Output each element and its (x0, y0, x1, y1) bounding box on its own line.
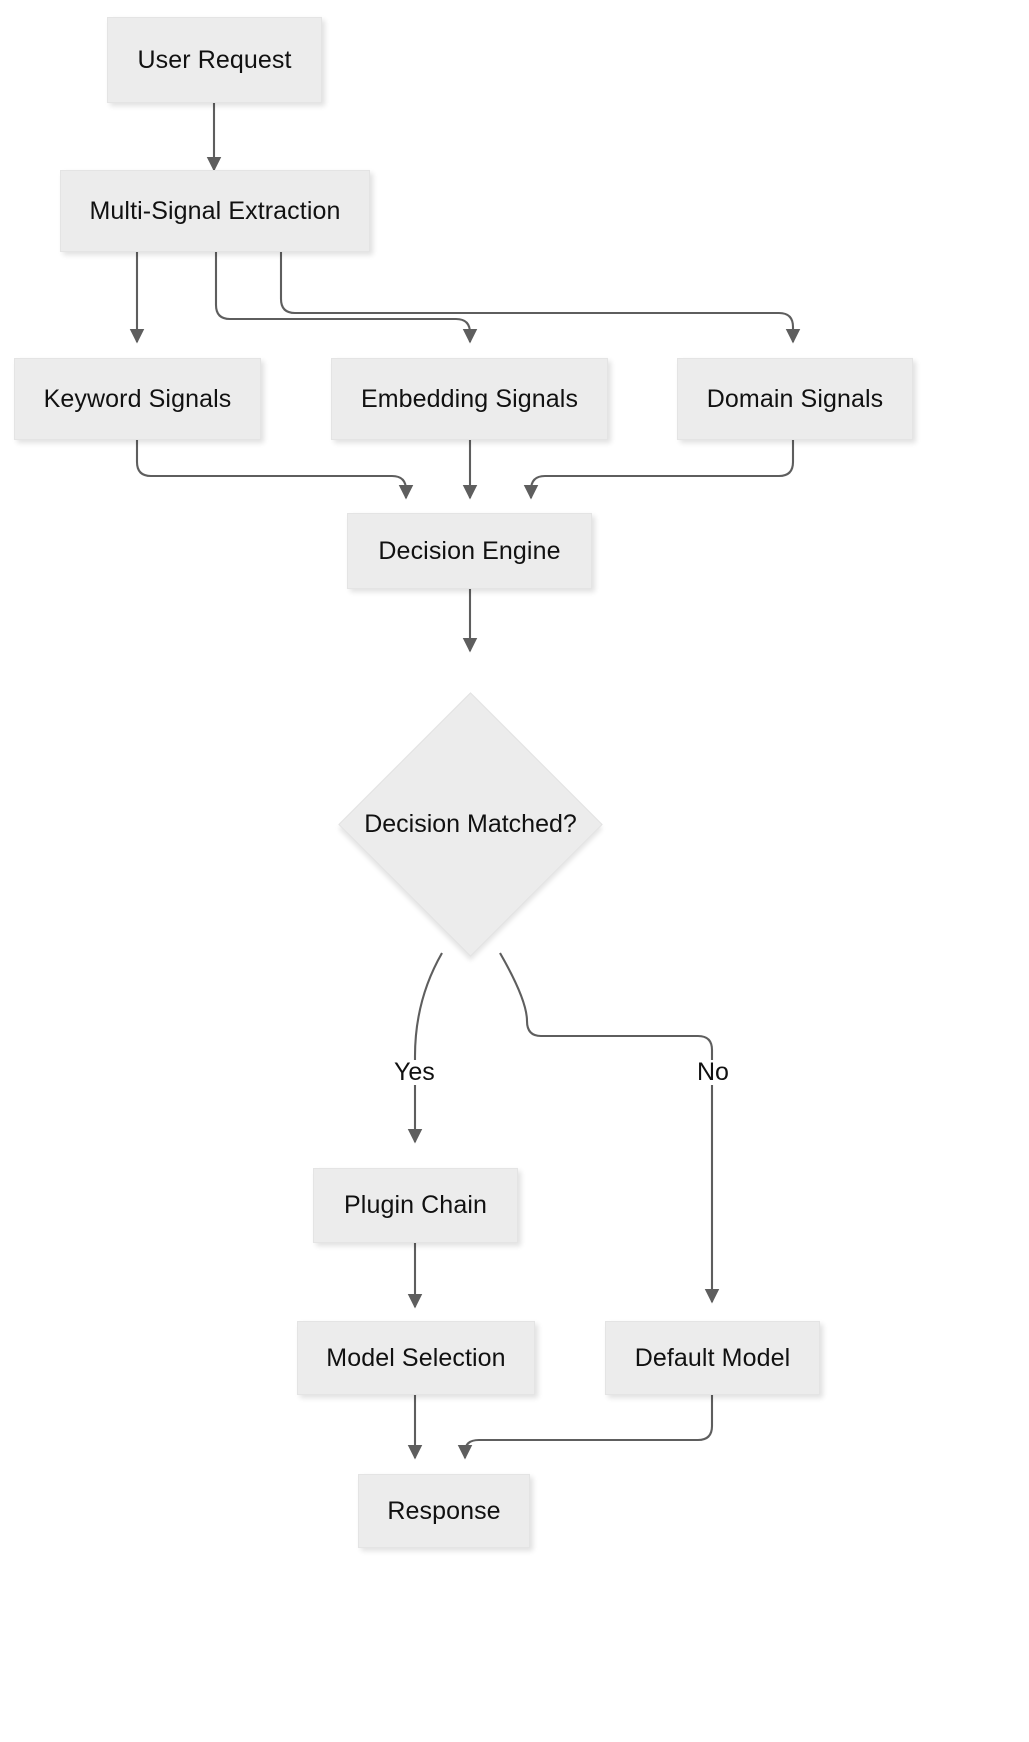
node-user-request-label: User Request (137, 45, 292, 74)
edge-label-yes: Yes (391, 1060, 438, 1085)
edge-extraction-to-domain (279, 252, 801, 344)
edge-domain-to-decision-engine (523, 440, 795, 500)
edge-keyword-to-decision-engine (135, 440, 414, 500)
node-decision-engine[interactable]: Decision Engine (347, 513, 592, 589)
node-model-selection[interactable]: Model Selection (297, 1321, 535, 1395)
node-domain-signals[interactable]: Domain Signals (677, 358, 913, 440)
edge-extraction-to-embedding (214, 252, 478, 344)
node-response[interactable]: Response (358, 1474, 530, 1548)
node-keyword-signals[interactable]: Keyword Signals (14, 358, 261, 440)
node-decision-matched-label: Decision Matched? (364, 810, 577, 838)
node-plugin-chain-label: Plugin Chain (344, 1191, 487, 1219)
edge-default-model-to-response (457, 1395, 714, 1460)
node-keyword-signals-label: Keyword Signals (43, 384, 232, 413)
edge-diamond-to-default-model (499, 952, 720, 1304)
node-user-request[interactable]: User Request (107, 17, 322, 103)
node-default-model-label: Default Model (634, 1343, 791, 1372)
node-decision-engine-label: Decision Engine (378, 536, 561, 565)
node-multi-signal-extraction[interactable]: Multi-Signal Extraction (60, 170, 370, 252)
node-multi-signal-extraction-label: Multi-Signal Extraction (89, 196, 341, 225)
edge-diamond-to-plugin-chain (407, 952, 443, 1144)
node-default-model[interactable]: Default Model (605, 1321, 820, 1395)
node-plugin-chain[interactable]: Plugin Chain (313, 1168, 518, 1243)
edge-label-no: No (694, 1060, 732, 1085)
node-embedding-signals-label: Embedding Signals (360, 384, 579, 413)
node-model-selection-label: Model Selection (326, 1343, 506, 1372)
node-response-label: Response (387, 1496, 501, 1525)
node-embedding-signals[interactable]: Embedding Signals (331, 358, 608, 440)
node-decision-matched[interactable]: Decision Matched? (338, 692, 603, 957)
node-domain-signals-label: Domain Signals (706, 384, 884, 413)
